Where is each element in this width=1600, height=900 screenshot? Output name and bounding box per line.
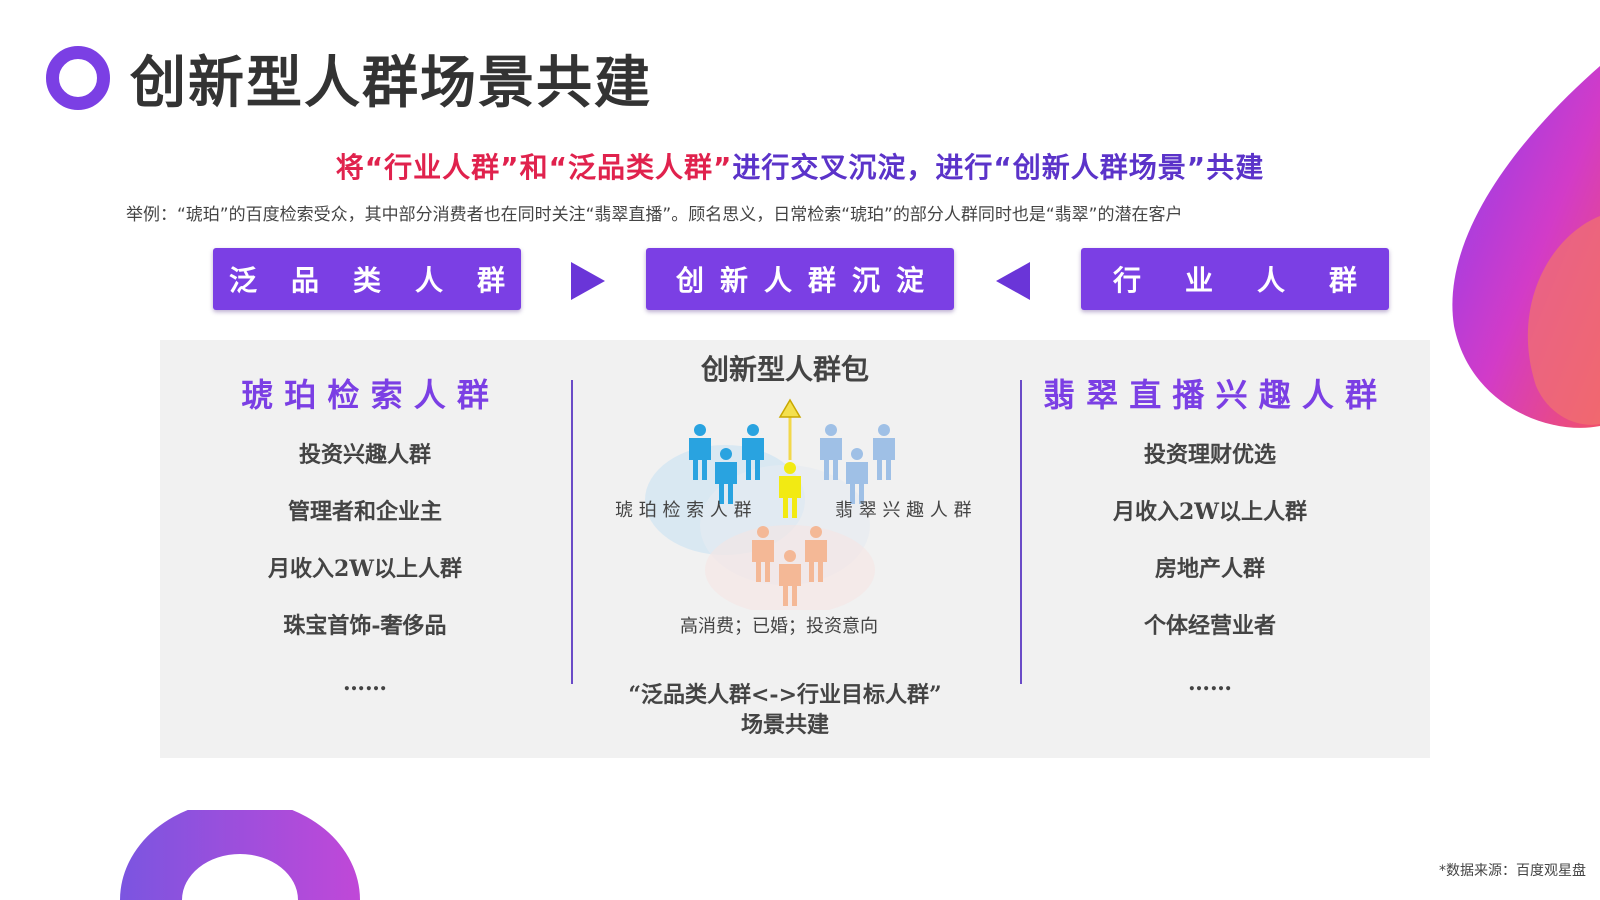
- page-title: 创新型人群场景共建: [130, 50, 652, 116]
- pill-char: 新: [719, 264, 748, 297]
- person-icon: [846, 448, 868, 504]
- list-item: ……: [1188, 670, 1232, 696]
- list-item: 投资理财优选: [1143, 442, 1276, 468]
- column-divider-right: [1020, 380, 1022, 684]
- ring-logo-icon: [46, 46, 110, 110]
- overlap-tags: 高消费；已婚；投资意向: [680, 616, 878, 637]
- center-footer-line-1: “泛品类人群<->行业目标人群”: [628, 682, 942, 708]
- pill-innovation-crowd-deposit: 创 新 人 群 沉 淀: [646, 248, 954, 310]
- list-item: 月收入2W以上人群: [1112, 499, 1307, 525]
- person-icon: [689, 424, 711, 480]
- person-icon: [820, 424, 842, 480]
- pill-char: 群: [477, 264, 506, 297]
- list-item: ……: [343, 670, 387, 696]
- overlap-label-amber-search: 琥 珀 检 索 人 群: [615, 500, 752, 521]
- person-icon: [715, 448, 737, 504]
- pill-char: 品: [290, 264, 319, 297]
- pill-char: 沉: [852, 264, 881, 297]
- column-divider-left: [571, 380, 573, 684]
- crowd-overlap-illustration: [645, 398, 895, 610]
- right-column: 翡 翠 直 播 兴 趣 人 群 投资理财优选 月收入2W以上人群 房地产人群 个…: [1040, 370, 1380, 721]
- left-column: 琥 珀 检 索 人 群 投资兴趣人群 管理者和企业主 月收入2W以上人群 珠宝首…: [200, 370, 530, 721]
- pill-char: 泛: [228, 264, 257, 297]
- left-column-title: 琥 珀 检 索 人 群: [241, 376, 489, 414]
- pill-char: 行: [1112, 264, 1141, 297]
- headline: 将“行业人群”和“泛品类人群”进行交叉沉淀，进行“创新人群场景”共建: [0, 146, 1600, 186]
- list-item: 个体经营业者: [1143, 613, 1276, 639]
- pill-char: 群: [808, 264, 837, 297]
- data-source-note: *数据来源：百度观星盘: [1439, 863, 1586, 879]
- right-column-title: 翡 翠 直 播 兴 趣 人 群: [1043, 376, 1377, 414]
- pill-industry-crowd: 行 业 人 群: [1081, 248, 1389, 310]
- overlap-label-jade-interest: 翡 翠 兴 趣 人 群: [835, 500, 972, 521]
- pill-general-category-crowd: 泛 品 类 人 群: [213, 248, 521, 310]
- decorative-arc-shape: [120, 810, 360, 900]
- pill-char: 创: [675, 264, 704, 297]
- pill-char: 类: [352, 264, 381, 297]
- headline-part-2: 进行交叉沉淀，进行“创新人群场景”共建: [732, 151, 1265, 184]
- triangle-left-icon: [996, 262, 1030, 300]
- arrow-up-icon: [778, 398, 802, 418]
- list-item: 珠宝首饰-奢侈品: [283, 613, 447, 639]
- example-text: 举例：“琥珀”的百度检索受众，其中部分消费者也在同时关注“翡翠直播”。顾名思义，…: [126, 205, 1183, 225]
- person-icon: [752, 526, 774, 582]
- content-panel: 琥 珀 检 索 人 群 投资兴趣人群 管理者和企业主 月收入2W以上人群 珠宝首…: [160, 340, 1430, 758]
- person-icon: [742, 424, 764, 480]
- list-item: 房地产人群: [1154, 556, 1265, 582]
- pill-char: 人: [763, 264, 792, 297]
- list-item: 管理者和企业主: [287, 499, 442, 525]
- triangle-right-icon: [571, 262, 605, 300]
- person-icon: [873, 424, 895, 480]
- person-icon: [805, 526, 827, 582]
- center-title: 创新型人群包: [700, 353, 869, 386]
- person-icon: [779, 462, 801, 518]
- list-item: 投资兴趣人群: [298, 442, 431, 468]
- list-item: 月收入2W以上人群: [267, 556, 462, 582]
- center-footer: “泛品类人群<->行业目标人群” 场景共建: [600, 680, 970, 740]
- pill-char: 业: [1184, 264, 1213, 297]
- pill-char: 群: [1329, 264, 1358, 297]
- pill-char: 人: [1257, 264, 1286, 297]
- headline-part-1: 将“行业人群”和“泛品类人群”: [335, 151, 733, 184]
- decorative-petal-shape: [1452, 66, 1600, 428]
- pill-char: 人: [415, 264, 444, 297]
- person-icon: [779, 550, 801, 606]
- center-footer-line-2: 场景共建: [740, 712, 829, 738]
- pill-char: 淀: [896, 264, 925, 297]
